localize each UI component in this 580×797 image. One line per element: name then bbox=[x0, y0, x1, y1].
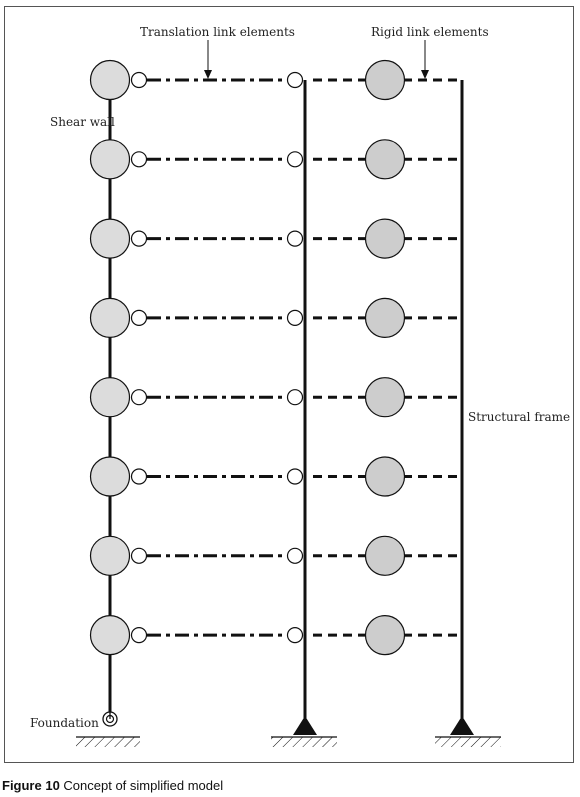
frame-mass bbox=[364, 218, 406, 259]
frame-mass bbox=[364, 59, 406, 101]
wall-link-node bbox=[130, 547, 148, 564]
wall-link-node bbox=[130, 389, 148, 406]
shear-wall-mass bbox=[89, 59, 131, 101]
frame-link-node bbox=[286, 151, 304, 168]
structural-frame-label: Structural frame bbox=[468, 410, 570, 424]
wall-link-node bbox=[130, 309, 148, 326]
frame-mass bbox=[364, 456, 406, 497]
left-column-support bbox=[271, 716, 337, 747]
figure-title: Concept of simplified model bbox=[63, 778, 224, 793]
figure-border bbox=[4, 6, 574, 763]
wall-link-node bbox=[130, 468, 148, 485]
wall-link-node bbox=[130, 626, 148, 644]
wall-link-node bbox=[130, 230, 148, 247]
translation-link-label: Translation link elements bbox=[140, 25, 295, 39]
frame-mass bbox=[364, 297, 406, 338]
right-column-support bbox=[435, 716, 501, 747]
frame-link-node bbox=[286, 468, 304, 485]
shear-wall-mass bbox=[89, 218, 131, 259]
shear-wall-mass bbox=[89, 297, 131, 338]
translation-link-arrow bbox=[204, 40, 212, 79]
shear-wall-ground bbox=[76, 736, 140, 747]
rigid-link-label: Rigid link elements bbox=[371, 25, 489, 39]
frame-link-node bbox=[286, 626, 304, 644]
figure-caption: Figure 10 Concept of simplified model bbox=[2, 778, 223, 793]
figure-number: Figure 10 bbox=[2, 778, 60, 793]
floor-levels bbox=[89, 59, 462, 656]
shear-wall-label: Shear wall bbox=[50, 115, 115, 129]
frame-mass bbox=[364, 614, 406, 656]
simplified-model-diagram: Translation link elements Rigid link ele… bbox=[30, 25, 570, 747]
foundation-spring-icon bbox=[102, 711, 118, 727]
frame-link-node bbox=[286, 547, 304, 564]
frame-link-node bbox=[286, 230, 304, 247]
shear-wall-mass bbox=[89, 139, 131, 180]
frame-link-node bbox=[286, 71, 304, 89]
frame-mass bbox=[364, 139, 406, 180]
shear-wall-mass bbox=[89, 456, 131, 497]
wall-link-node bbox=[130, 151, 148, 168]
shear-wall-mass bbox=[89, 614, 131, 656]
shear-wall-mass bbox=[89, 535, 131, 576]
frame-link-node bbox=[286, 389, 304, 406]
frame-mass bbox=[364, 377, 406, 418]
frame-mass bbox=[364, 535, 406, 576]
rigid-link-arrow bbox=[421, 40, 429, 79]
frame-link-node bbox=[286, 309, 304, 326]
foundation-label: Foundation bbox=[30, 716, 99, 730]
wall-link-node bbox=[130, 71, 148, 89]
shear-wall-mass bbox=[89, 377, 131, 418]
